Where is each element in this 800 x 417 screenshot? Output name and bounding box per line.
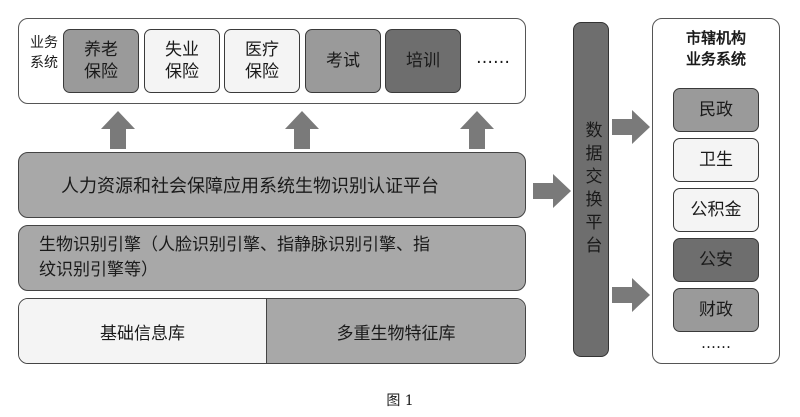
arrow-up-icon — [285, 111, 319, 149]
city-systems-title: 市辖机构 业务系统 — [685, 29, 746, 68]
service-medical-insurance: 医疗 保险 — [224, 29, 300, 93]
services-ellipsis: …… — [476, 48, 510, 68]
department-civil-affairs: 民政 — [673, 88, 759, 132]
data-exchange-platform: 数据交换平台 — [573, 22, 609, 357]
exchange-label: 数据交换平台 — [581, 120, 602, 259]
figure-caption: 图 1 — [386, 393, 414, 409]
departments-ellipsis: …… — [701, 334, 731, 352]
biometric-auth-platform: 人力资源和社会保障应用系统生物识别认证平台 — [18, 152, 526, 218]
platform-label: 人力资源和社会保障应用系统生物识别认证平台 — [61, 176, 439, 197]
database-row: 基础信息库 多重生物特征库 — [18, 298, 526, 364]
department-public-security: 公安 — [673, 238, 759, 282]
arrow-up-icon — [101, 111, 135, 149]
department-health: 卫生 — [673, 138, 759, 182]
multi-biometric-database: 多重生物特征库 — [267, 299, 525, 363]
business-systems-title: 业务 系统 — [30, 35, 58, 71]
arrow-right-icon — [612, 110, 650, 144]
basic-info-database: 基础信息库 — [19, 299, 267, 363]
basic-info-database-label: 基础信息库 — [100, 323, 185, 344]
arrow-right-icon — [612, 278, 650, 312]
service-exam: 考试 — [305, 29, 381, 93]
biometric-engine: 生物识别引擎（人脸识别引擎、指静脉识别引擎、指 纹识别引擎等） — [18, 225, 526, 291]
service-training: 培训 — [385, 29, 461, 93]
engine-label: 生物识别引擎（人脸识别引擎、指静脉识别引擎、指 纹识别引擎等） — [39, 235, 430, 280]
department-finance: 财政 — [673, 288, 759, 332]
arrow-right-icon — [533, 174, 571, 208]
service-pension-insurance: 养老 保险 — [63, 29, 139, 93]
service-unemployment-insurance: 失业 保险 — [144, 29, 220, 93]
multi-biometric-database-label: 多重生物特征库 — [336, 323, 456, 344]
arrow-up-icon — [460, 111, 494, 149]
department-housing-fund: 公积金 — [673, 188, 759, 232]
